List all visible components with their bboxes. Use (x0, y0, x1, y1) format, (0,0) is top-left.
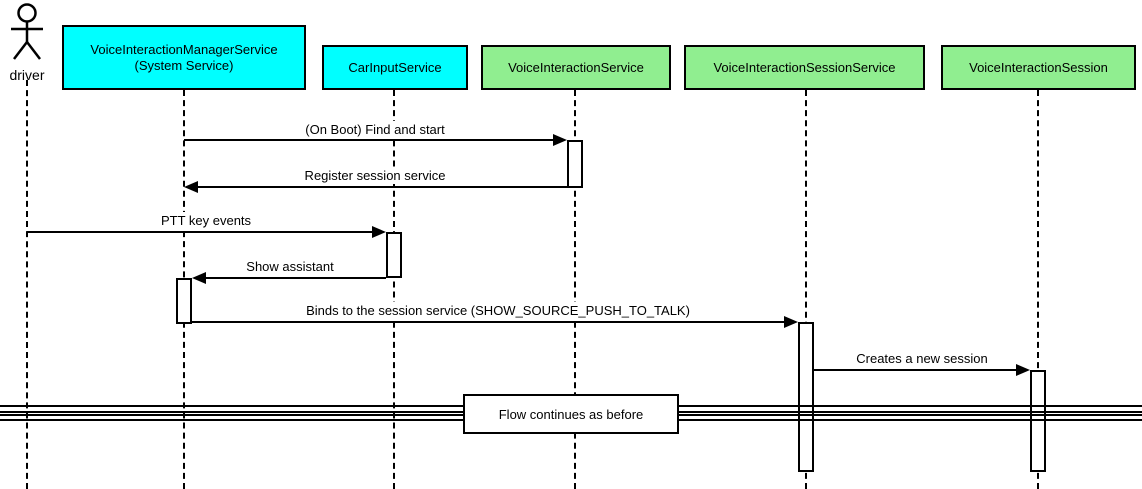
lifeline-voiceinteractionsessionservice (805, 90, 807, 489)
participant-sublabel: (System Service) (134, 57, 234, 73)
message-label: Creates a new session (852, 350, 992, 367)
message-line (198, 186, 567, 188)
participant-label: VoiceInteractionSessionService (713, 59, 896, 75)
participant-label: VoiceInteractionService (508, 59, 644, 75)
message-label: Register session service (300, 167, 450, 184)
arrowhead-right-icon (1016, 364, 1030, 376)
person-icon (11, 3, 43, 60)
actor-label: driver (9, 67, 45, 83)
participant-voiceinteractionsession: VoiceInteractionSession (941, 45, 1136, 90)
lifeline-voiceinteractionsession (1037, 90, 1039, 489)
message-label: Binds to the session service (SHOW_SOURC… (302, 302, 694, 319)
message-label: (On Boot) Find and start (301, 121, 449, 138)
activation-carinputservice (386, 232, 402, 278)
participant-label: VoiceInteractionManagerService (90, 41, 278, 57)
message-line (206, 277, 386, 279)
message-line (192, 321, 784, 323)
participant-voiceinteractionmanagerservice: VoiceInteractionManagerService (System S… (62, 25, 306, 90)
activation-voiceinteractionsession (1030, 370, 1046, 472)
participant-carinputservice: CarInputService (322, 45, 468, 90)
lifeline-driver (26, 80, 28, 489)
activation-voiceinteractionmanagerservice (176, 278, 192, 324)
message-label: PTT key events (156, 212, 256, 229)
actor-driver: driver (5, 2, 49, 83)
participant-label: VoiceInteractionSession (969, 59, 1108, 75)
participant-label: CarInputService (348, 59, 442, 75)
activation-voiceinteractionservice (567, 140, 583, 188)
lifeline-voiceinteractionservice (574, 90, 576, 489)
arrowhead-right-icon (372, 226, 386, 238)
message-line (184, 139, 554, 141)
message-label: Show assistant (242, 258, 338, 275)
divider-label: Flow continues as before (498, 406, 644, 422)
arrowhead-right-icon (784, 316, 798, 328)
participant-voiceinteractionsessionservice: VoiceInteractionSessionService (684, 45, 925, 90)
lifeline-carinputservice (393, 90, 395, 489)
message-line (27, 231, 372, 233)
divider-label-box: Flow continues as before (463, 394, 679, 434)
arrowhead-right-icon (553, 134, 567, 146)
participant-voiceinteractionservice: VoiceInteractionService (481, 45, 671, 90)
message-line (814, 369, 1016, 371)
arrowhead-left-icon (192, 272, 206, 284)
activation-voiceinteractionsessionservice (798, 322, 814, 472)
arrowhead-left-icon (184, 181, 198, 193)
